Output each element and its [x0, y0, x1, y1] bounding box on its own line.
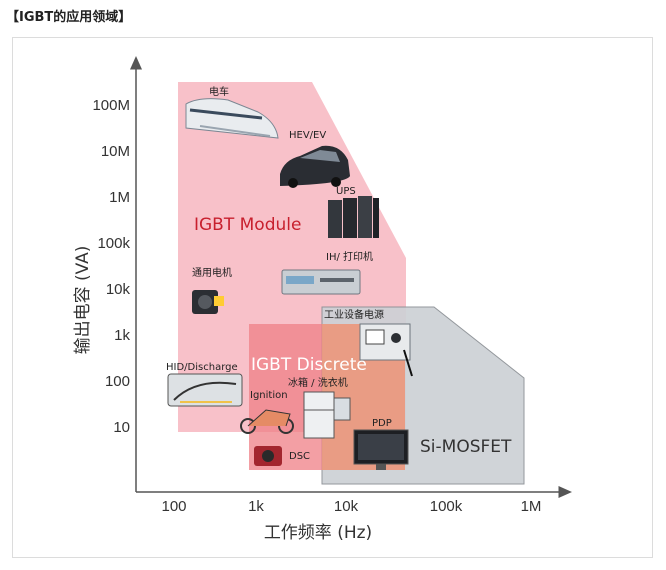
- scooter-icon: [240, 409, 294, 434]
- app-label-industrial-power: 工业设备电源: [324, 308, 384, 321]
- motor-icon: [192, 290, 224, 314]
- printer-icon: [281, 269, 361, 295]
- x-tick-10k: 10k: [334, 498, 359, 515]
- y-tick-1M: 1M: [109, 189, 130, 206]
- fridge-icon: [303, 391, 351, 439]
- app-label-ih: IH/ 打印机: [326, 250, 373, 263]
- ups-icon: [328, 196, 379, 238]
- igbt-discrete-label: IGBT Discrete: [251, 355, 367, 375]
- train-icon: [185, 98, 279, 139]
- y-tick-10: 10: [113, 419, 130, 436]
- x-tick-100: 100: [161, 498, 186, 515]
- y-tick-10M: 10M: [101, 143, 130, 160]
- app-label-fridge: 冰箱 / 洗衣机: [288, 376, 348, 389]
- igbt-module-label: IGBT Module: [194, 215, 301, 235]
- y-tick-10k: 10k: [106, 281, 131, 298]
- headlamp-icon: [167, 373, 243, 407]
- y-axis-title: 输出电容 (VA): [73, 246, 93, 355]
- si-mosfet-label: Si-MOSFET: [420, 437, 512, 457]
- app-label-hev: HEV/EV: [289, 130, 326, 141]
- y-tick-1k: 1k: [114, 327, 130, 344]
- app-label-hid: HID/Discharge: [166, 362, 238, 373]
- section-heading: 【IGBT的应用领域】: [6, 10, 132, 25]
- y-tick-100k: 100k: [97, 235, 130, 252]
- y-tick-100: 100: [105, 373, 130, 390]
- app-label-ignition: Ignition: [250, 390, 288, 401]
- app-label-dsc: DSC: [289, 451, 310, 462]
- x-tick-1M: 1M: [521, 498, 542, 515]
- app-label-train: 电车: [209, 85, 229, 98]
- camera-icon: [254, 446, 282, 466]
- app-label-ups: UPS: [336, 186, 356, 197]
- power-supply-icon: [359, 323, 413, 377]
- x-tick-1k: 1k: [248, 498, 264, 515]
- app-label-pdp: PDP: [372, 418, 392, 429]
- x-axis-title: 工作频率 (Hz): [264, 523, 372, 543]
- y-tick-100M: 100M: [92, 97, 130, 114]
- app-label-motor: 通用电机: [192, 266, 232, 279]
- x-tick-100k: 100k: [430, 498, 463, 515]
- tv-icon: [353, 429, 409, 470]
- car-icon: [280, 145, 350, 188]
